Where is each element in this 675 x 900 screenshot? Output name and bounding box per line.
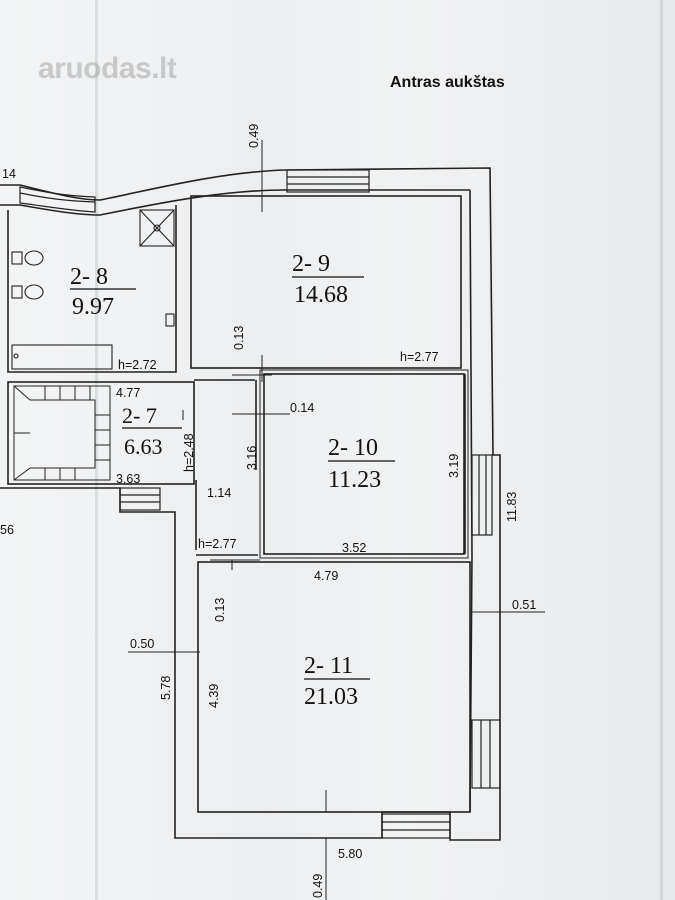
dim-0-13-a: 0.13	[232, 326, 246, 350]
dim-56: 56	[0, 523, 14, 537]
dim-3-52: 3.52	[342, 541, 366, 555]
toilet-icon	[24, 250, 44, 266]
room-label-2-10: 2- 10	[328, 435, 378, 461]
room-area-2-8: 9.97	[72, 294, 114, 320]
dim-0-49-bottom: 0.49	[311, 874, 325, 898]
dim-11-83: 11.83	[505, 492, 519, 522]
dim-0-50: 0.50	[130, 637, 154, 651]
dim-3-19: 3.19	[447, 454, 461, 478]
paper-fold-left	[95, 0, 98, 900]
window-right-mid	[471, 454, 493, 536]
bathtub-icon	[11, 344, 113, 370]
dim-4-39: 4.39	[207, 684, 221, 708]
inner-wall	[0, 189, 470, 216]
dim-h-2-77-mid: h=2.77	[198, 537, 237, 551]
sink-icon	[24, 284, 44, 300]
room-2-7-outline	[7, 381, 195, 485]
shower-icon	[139, 209, 175, 247]
room-area-2-10: 11.23	[328, 467, 381, 493]
dim-0-49-top: 0.49	[247, 124, 261, 148]
dimension-lines	[128, 140, 545, 900]
dim-1-14: 1.14	[207, 486, 231, 500]
dim-0-14: 0.14	[290, 401, 314, 415]
dim-3-16: 3.16	[245, 446, 259, 470]
staircase-icon	[13, 385, 111, 481]
room-area-2-9: 14.68	[294, 282, 348, 308]
room-2-9-outline	[190, 195, 462, 369]
window-right-low	[471, 719, 501, 789]
dim-3-63: 3.63	[116, 472, 140, 486]
dim-h-2-77-top: h=2.77	[400, 350, 439, 364]
dim-5-80: 5.80	[338, 847, 362, 861]
window-left-top	[19, 186, 96, 213]
window-bottom	[381, 813, 451, 839]
bathroom-fixtures	[11, 209, 175, 370]
dim-4-79: 4.79	[314, 569, 338, 583]
room-label-2-7: 2- 7	[122, 403, 157, 428]
room-2-8-outline	[7, 205, 177, 373]
dim-h-2-48: h=2.48	[182, 433, 196, 472]
dim-5-78: 5.78	[159, 676, 173, 700]
dim-h-2-72: h=2.72	[118, 358, 157, 372]
corridor-outline	[194, 379, 258, 556]
window-top	[286, 169, 370, 193]
window-stair-bottom	[119, 487, 161, 511]
room-label-2-9: 2- 9	[292, 251, 330, 277]
dim-14-left: 14	[2, 167, 16, 181]
page-title: Antras aukštas	[390, 74, 505, 91]
room-2-10-outline	[263, 373, 465, 555]
dim-0-51: 0.51	[512, 598, 536, 612]
room-area-2-11: 21.03	[304, 684, 358, 710]
dim-4-77: 4.77	[116, 386, 140, 400]
room-label-2-11: 2- 11	[304, 653, 353, 679]
room-area-2-7: 6.63	[124, 434, 163, 459]
watermark-logo: aruodas.lt	[38, 52, 177, 85]
room-label-2-8: 2- 8	[70, 264, 108, 290]
paper-fold-right	[660, 0, 663, 900]
dim-0-13-b: 0.13	[213, 598, 227, 622]
room-2-11-outline	[197, 561, 471, 813]
